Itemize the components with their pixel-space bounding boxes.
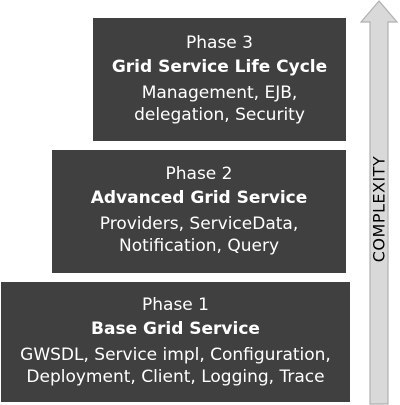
complexity-arrow xyxy=(360,0,398,405)
phase-3-detail-line-2: delegation, Security xyxy=(134,105,305,125)
phase-1-title: Base Grid Service xyxy=(91,319,260,339)
phase-1-box: Phase 1 Base Grid Service GWSDL, Service… xyxy=(1,282,350,402)
phase-3-detail-line-1: Management, EJB, xyxy=(141,83,298,103)
phase-1-detail-line-1: GWSDL, Service impl, Configuration, xyxy=(20,345,331,365)
phase-2-detail-line-1: Providers, ServiceData, xyxy=(99,214,299,234)
complexity-arrow-shape xyxy=(360,0,398,405)
phase-3-title: Grid Service Life Cycle xyxy=(111,57,328,77)
phase-2-detail-line-2: Notification, Query xyxy=(118,236,279,256)
complexity-axis-label: COMPLEXITY xyxy=(369,155,389,263)
phase-2-title: Advanced Grid Service xyxy=(90,188,308,208)
phase-3-name: Phase 3 xyxy=(186,33,253,53)
phase-2-name: Phase 2 xyxy=(165,164,233,184)
phase-3-box: Phase 3 Grid Service Life Cycle Manageme… xyxy=(93,18,346,141)
phase-2-box: Phase 2 Advanced Grid Service Providers,… xyxy=(52,150,346,273)
phase-1-detail-line-2: Deployment, Client, Logging, Trace xyxy=(26,367,325,387)
phase-1-name: Phase 1 xyxy=(142,295,209,315)
